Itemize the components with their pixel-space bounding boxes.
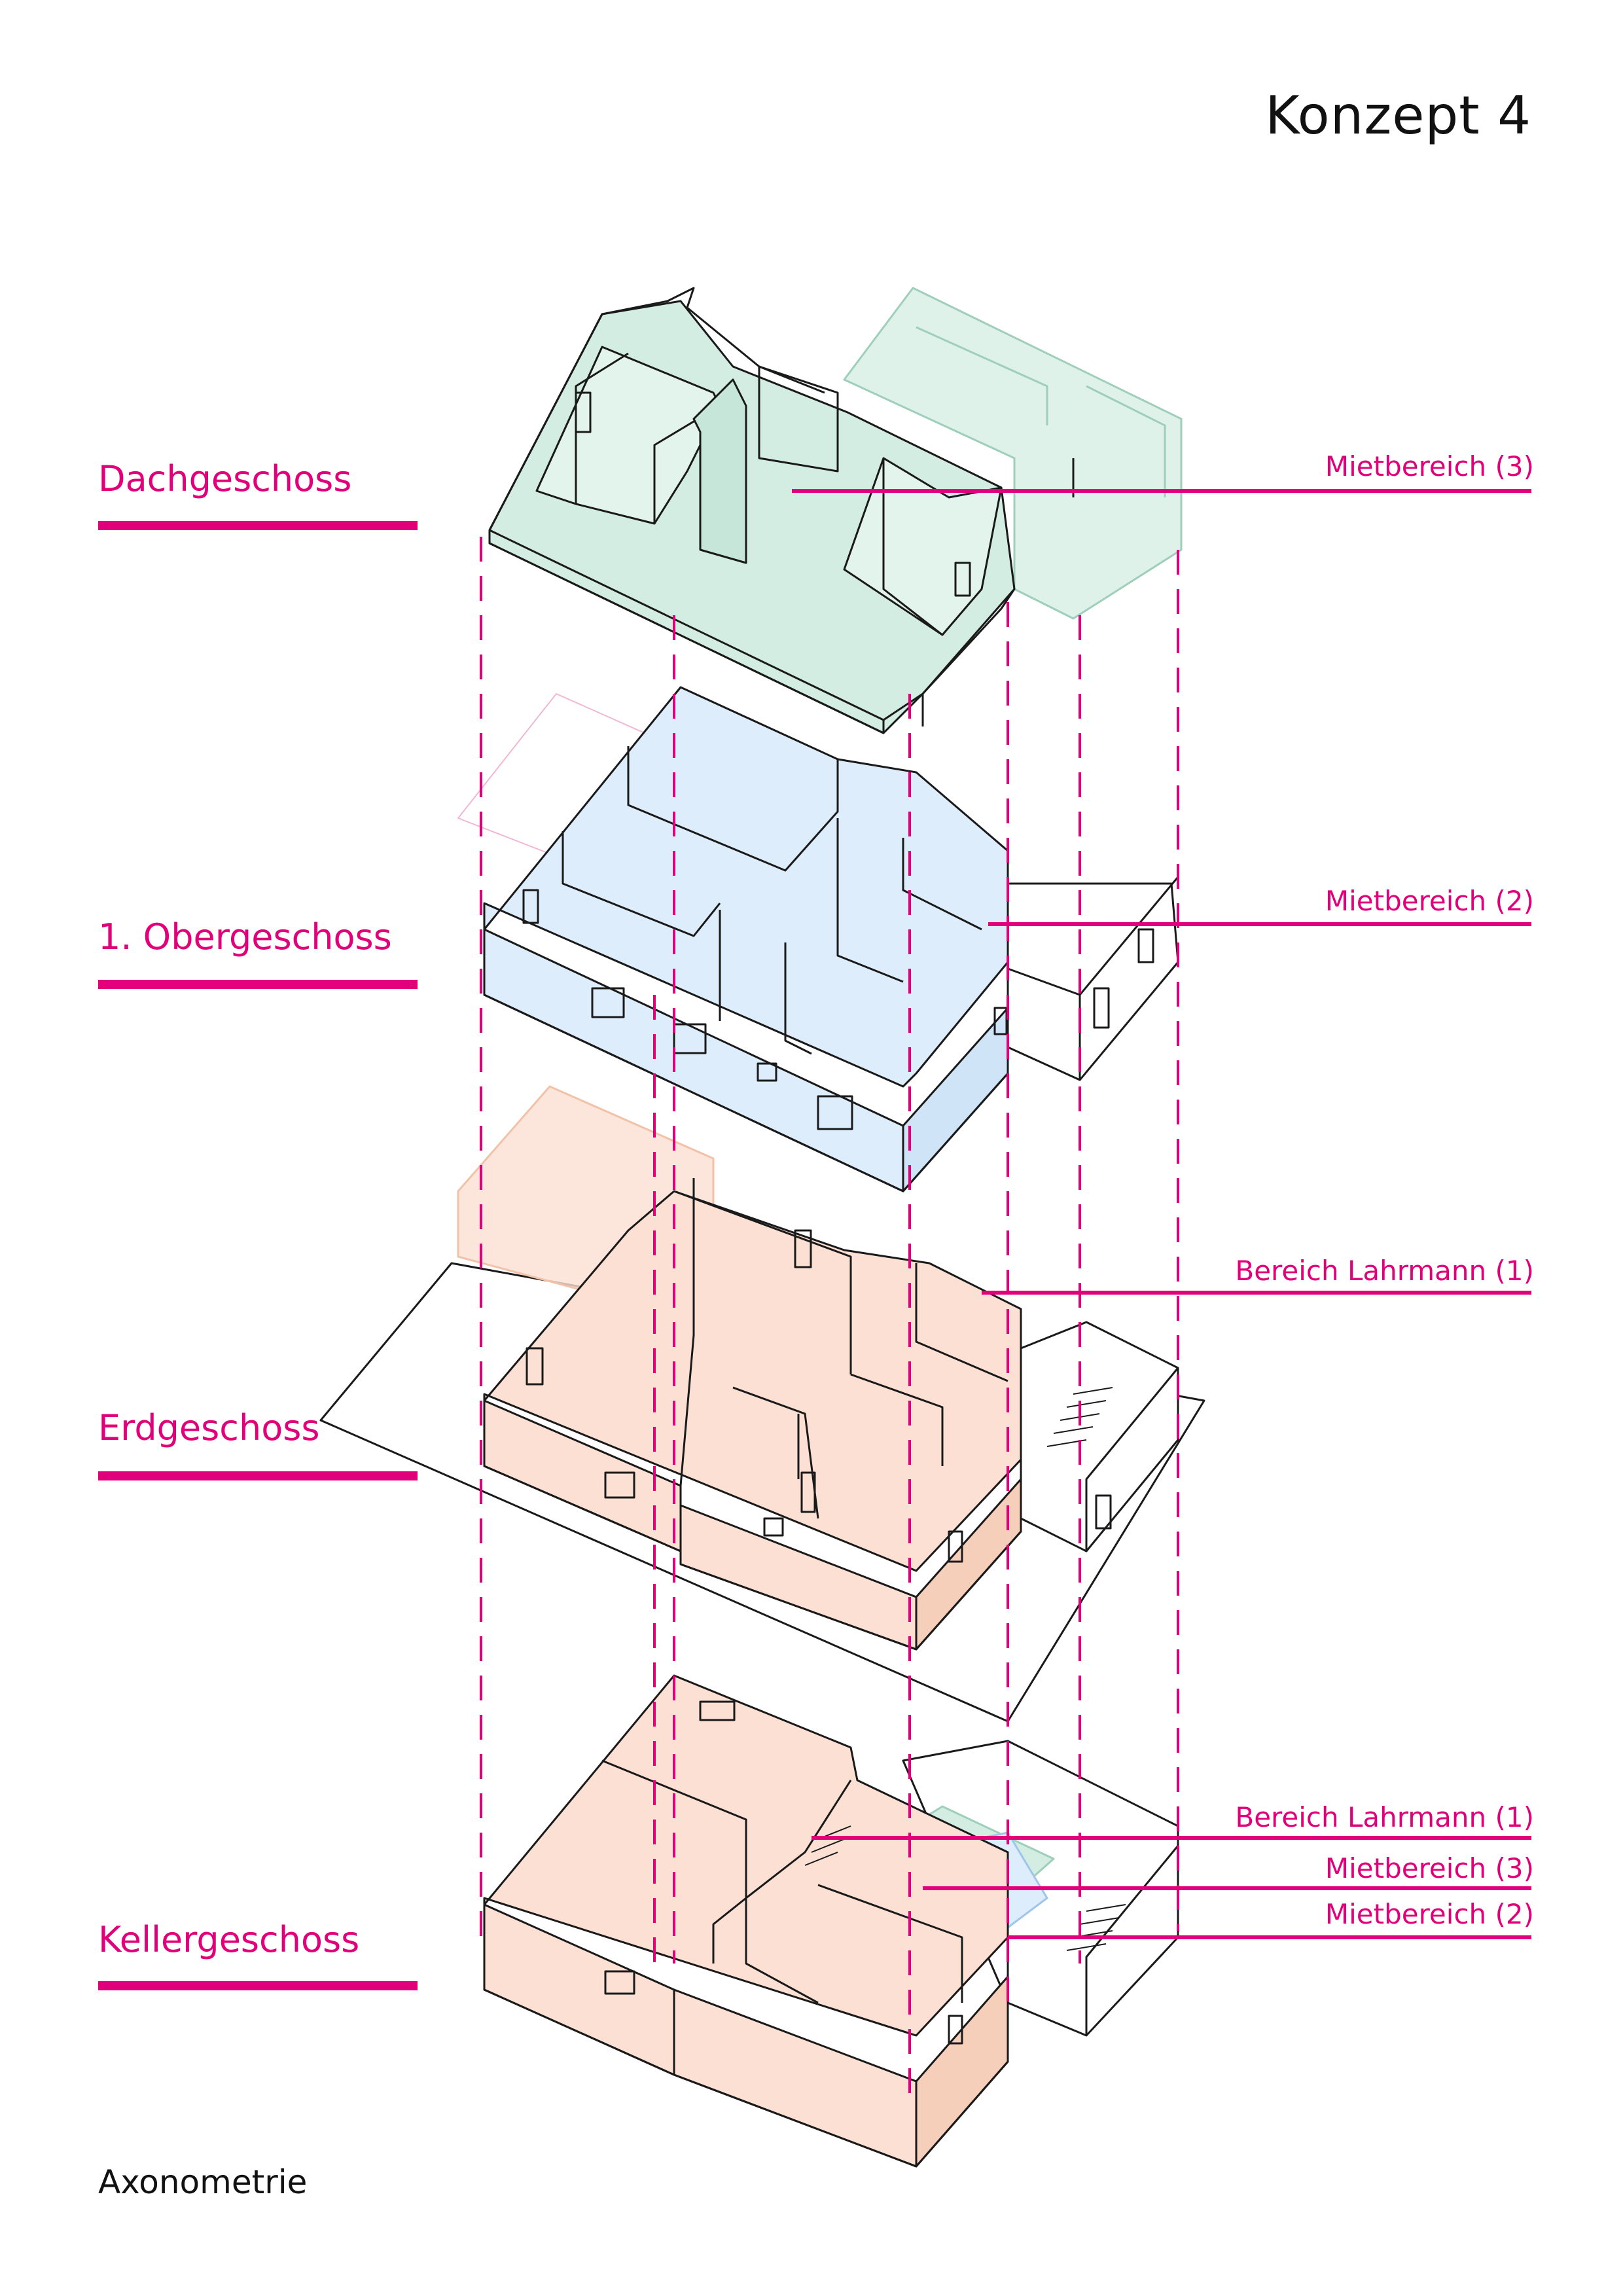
- floor-bar-obergeschoss: [98, 980, 418, 989]
- area-label-lahrmann-kg: Bereich Lahrmann (1): [1235, 1801, 1534, 1833]
- obergeschoss-model: [457, 686, 1179, 1193]
- area-label-mietbereich-3-dg: Mietbereich (3): [1325, 450, 1534, 482]
- page-title: Konzept 4: [1265, 85, 1531, 146]
- floor-label-dachgeschoss: Dachgeschoss: [98, 458, 352, 499]
- floor-label-kellergeschoss: Kellergeschoss: [98, 1919, 360, 1960]
- leader-lines: [792, 489, 1531, 1939]
- alignment-lines: [480, 537, 1179, 2094]
- area-label-mietbereich-2-og: Mietbereich (2): [1325, 885, 1534, 917]
- floor-bar-dachgeschoss: [98, 521, 418, 530]
- area-label-lahrmann-eg: Bereich Lahrmann (1): [1235, 1255, 1534, 1287]
- kellergeschoss-model: [483, 1674, 1179, 2168]
- floor-label-obergeschoss: 1. Obergeschoss: [98, 916, 392, 958]
- floor-label-erdgeschoss: Erdgeschoss: [98, 1407, 320, 1448]
- dachgeschoss-model: [488, 287, 1183, 734]
- erdgeschoss-model: [319, 1085, 1205, 1723]
- area-label-mietbereich-2-kg: Mietbereich (2): [1325, 1898, 1534, 1930]
- floor-bar-erdgeschoss: [98, 1471, 418, 1480]
- floor-bar-kellergeschoss: [98, 1981, 418, 1990]
- area-label-mietbereich-3-kg: Mietbereich (3): [1325, 1852, 1534, 1884]
- caption-axonometrie: Axonometrie: [98, 2163, 308, 2201]
